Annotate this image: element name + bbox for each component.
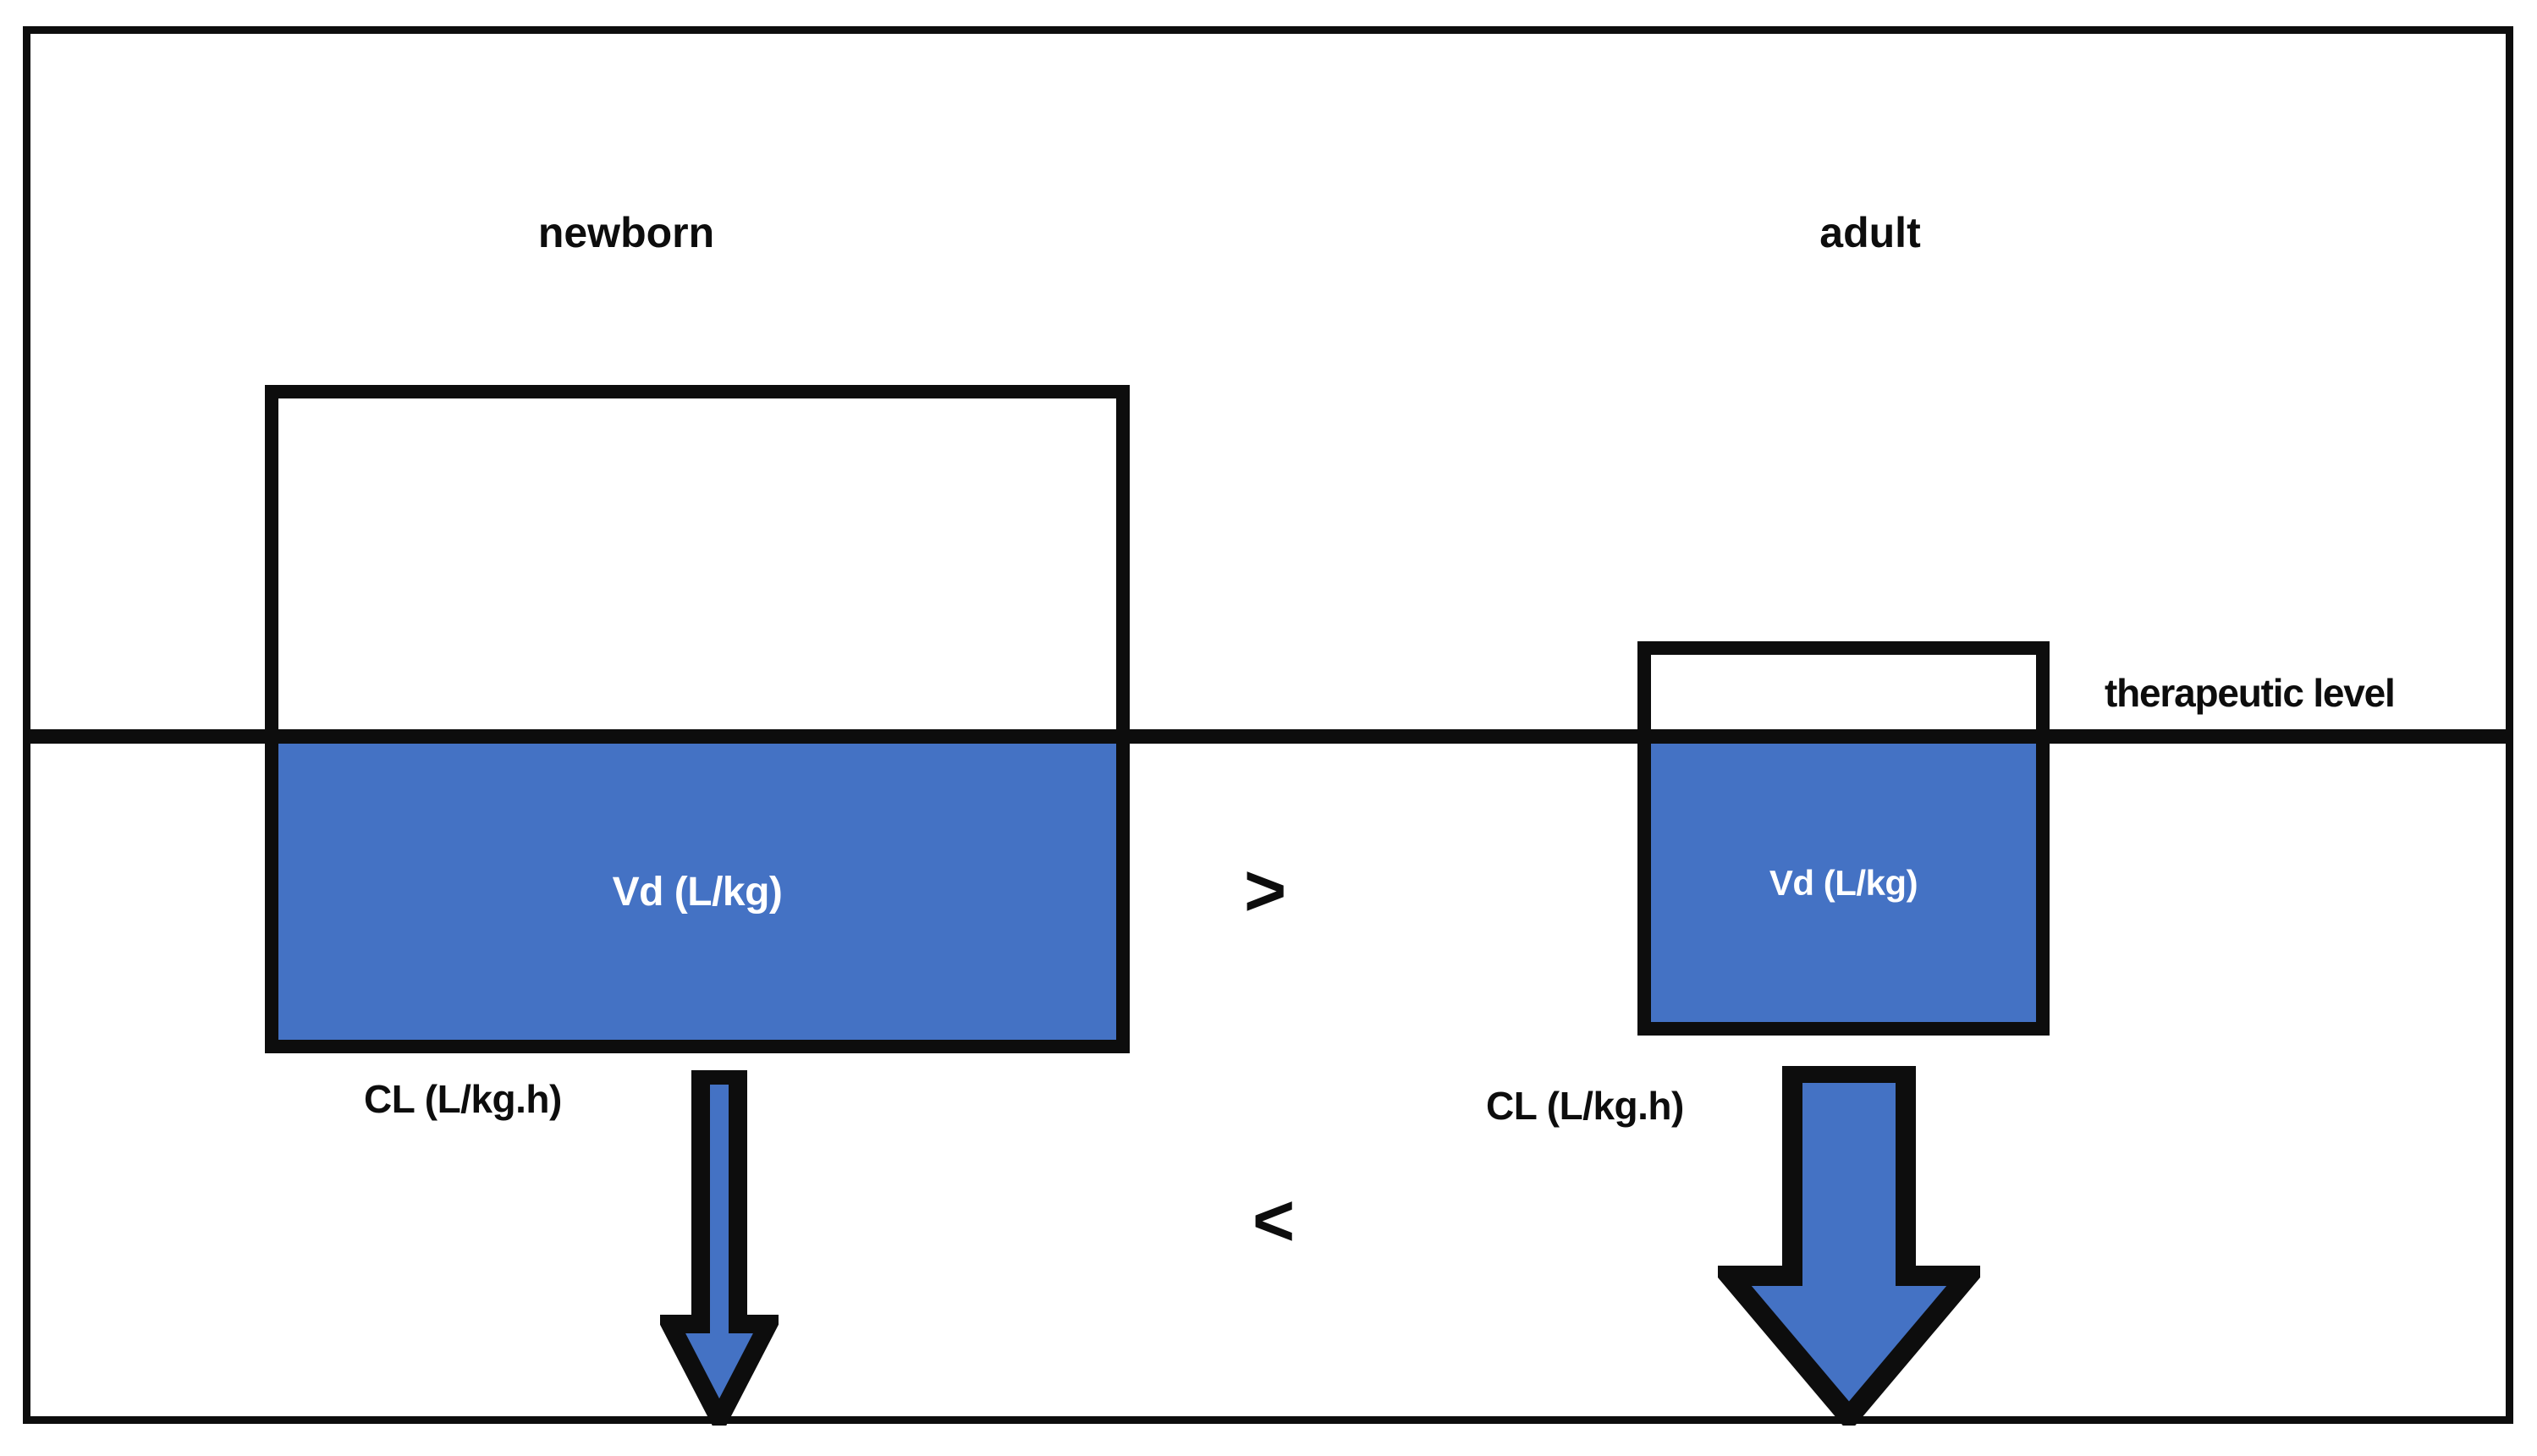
group-title-newborn: newborn <box>537 209 715 256</box>
compartment-box-newborn-outline <box>265 385 1130 1053</box>
vd-fill-adult: Vd (L/kg) <box>1651 744 2036 1022</box>
cl-label-adult: CL (L/kg.h) <box>1486 1084 1684 1128</box>
vd-label-newborn: Vd (L/kg) <box>612 869 783 915</box>
clearance-arrow-adult <box>1708 1063 1990 1433</box>
operator-vd-comparison: > <box>1244 850 1287 931</box>
operator-cl-comparison: < <box>1252 1180 1296 1261</box>
vd-fill-newborn: Vd (L/kg) <box>278 744 1116 1040</box>
compartment-box-adult-outline <box>1637 641 2050 1036</box>
group-title-adult: adult <box>1819 209 1921 256</box>
vd-label-adult: Vd (L/kg) <box>1769 862 1918 903</box>
cl-label-newborn: CL (L/kg.h) <box>364 1077 562 1121</box>
therapeutic-level-line <box>23 729 2513 744</box>
therapeutic-level-label: therapeutic level <box>2105 671 2396 715</box>
diagram-frame <box>23 26 2513 1424</box>
clearance-arrow-newborn <box>654 1066 784 1439</box>
